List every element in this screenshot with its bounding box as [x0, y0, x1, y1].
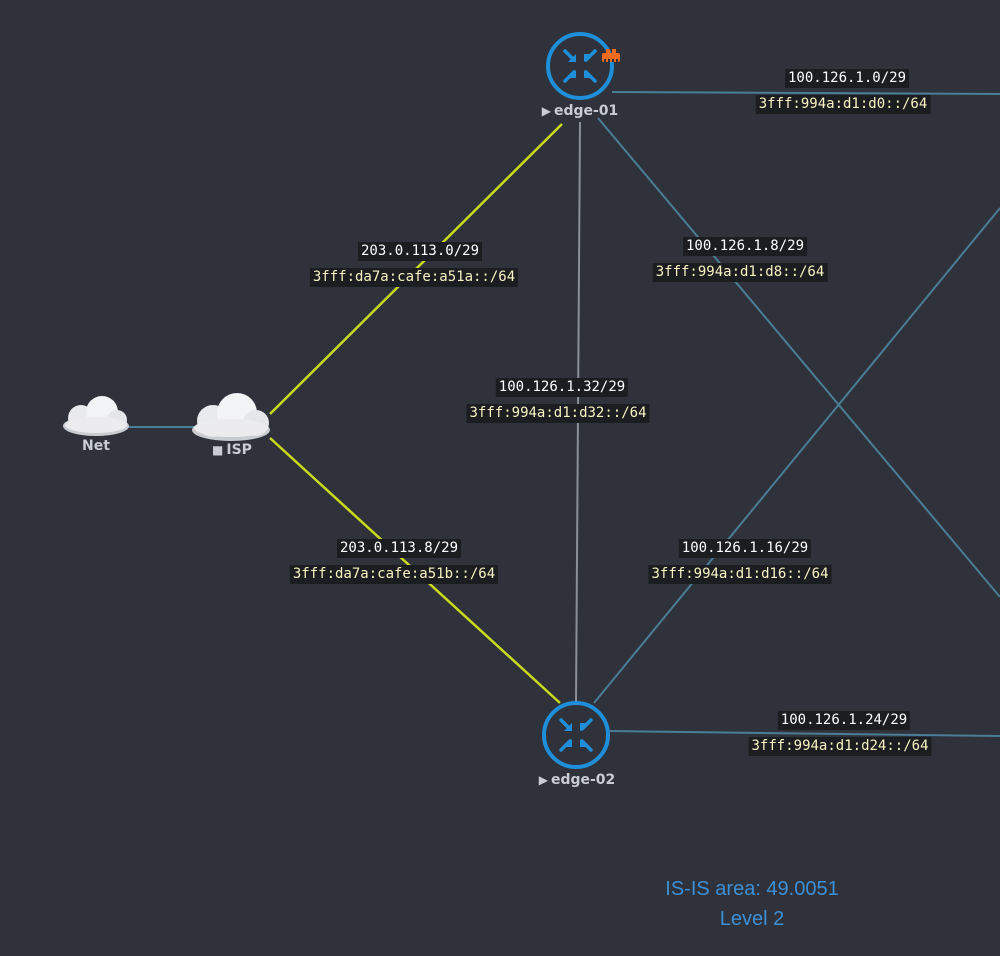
isp-node-label: ■ISP [212, 442, 252, 458]
running-icon: ▶ [541, 104, 551, 118]
running-icon: ▶ [538, 773, 548, 787]
link-edge02-diag[interactable] [593, 207, 1000, 704]
isp-node[interactable] [192, 393, 270, 441]
link-edge01-edge02-v6: 3fff:994a:d1:d32::/64 [466, 404, 650, 423]
edge01-node[interactable] [546, 32, 620, 100]
isis-area-text: IS-IS area: 49.0051 [665, 878, 839, 900]
link-edge01-right-v4: 100.126.1.0/29 [784, 69, 910, 88]
link-edge01-diag-v4: 100.126.1.8/29 [682, 237, 808, 256]
link-edge01-right-v6: 3fff:994a:d1:d0::/64 [755, 95, 931, 114]
net-node-label: Net [82, 438, 110, 454]
net-name: Net [82, 438, 110, 454]
link-isp-edge02-v4: 203.0.113.8/29 [336, 539, 462, 558]
link-edge02-diag-v4: 100.126.1.16/29 [678, 539, 812, 558]
isis-level-text: Level 2 [719, 908, 785, 930]
isp-name: ISP [226, 442, 252, 458]
isis-area-label: IS-IS area: 49.0051 Level 2 [665, 874, 838, 934]
router-icon [546, 32, 614, 100]
link-edge02-right[interactable] [609, 730, 1000, 737]
edge01-name: edge-01 [553, 103, 619, 119]
link-edge02-right-v4: 100.126.1.24/29 [777, 711, 911, 730]
edge01-node-label: ▶edge-01 [542, 103, 619, 119]
link-edge02-diag-v6: 3fff:994a:d1:d16::/64 [648, 565, 832, 584]
edge02-node[interactable] [542, 701, 610, 769]
link-edge01-diag[interactable] [597, 117, 1000, 598]
link-isp-edge01-v6: 3fff:da7a:cafe:a51a::/64 [309, 268, 519, 287]
link-edge01-diag-v6: 3fff:994a:d1:d8::/64 [652, 263, 828, 282]
link-edge01-right[interactable] [611, 91, 1000, 95]
router-icon [542, 701, 610, 769]
cloud-icon [63, 396, 129, 436]
edge02-name: edge-02 [550, 772, 616, 788]
edge02-node-label: ▶edge-02 [539, 772, 616, 788]
cloud-icon [192, 393, 270, 441]
stopped-icon: ■ [212, 443, 224, 457]
net-node[interactable] [63, 396, 129, 436]
orange-switch-badge-icon [602, 49, 620, 62]
link-isp-edge02-v6: 3fff:da7a:cafe:a51b::/64 [289, 565, 499, 584]
link-isp-edge01-v4: 203.0.113.0/29 [357, 242, 483, 261]
link-edge01-edge02-v4: 100.126.1.32/29 [495, 378, 629, 397]
link-edge02-right-v6: 3fff:994a:d1:d24::/64 [748, 737, 932, 756]
